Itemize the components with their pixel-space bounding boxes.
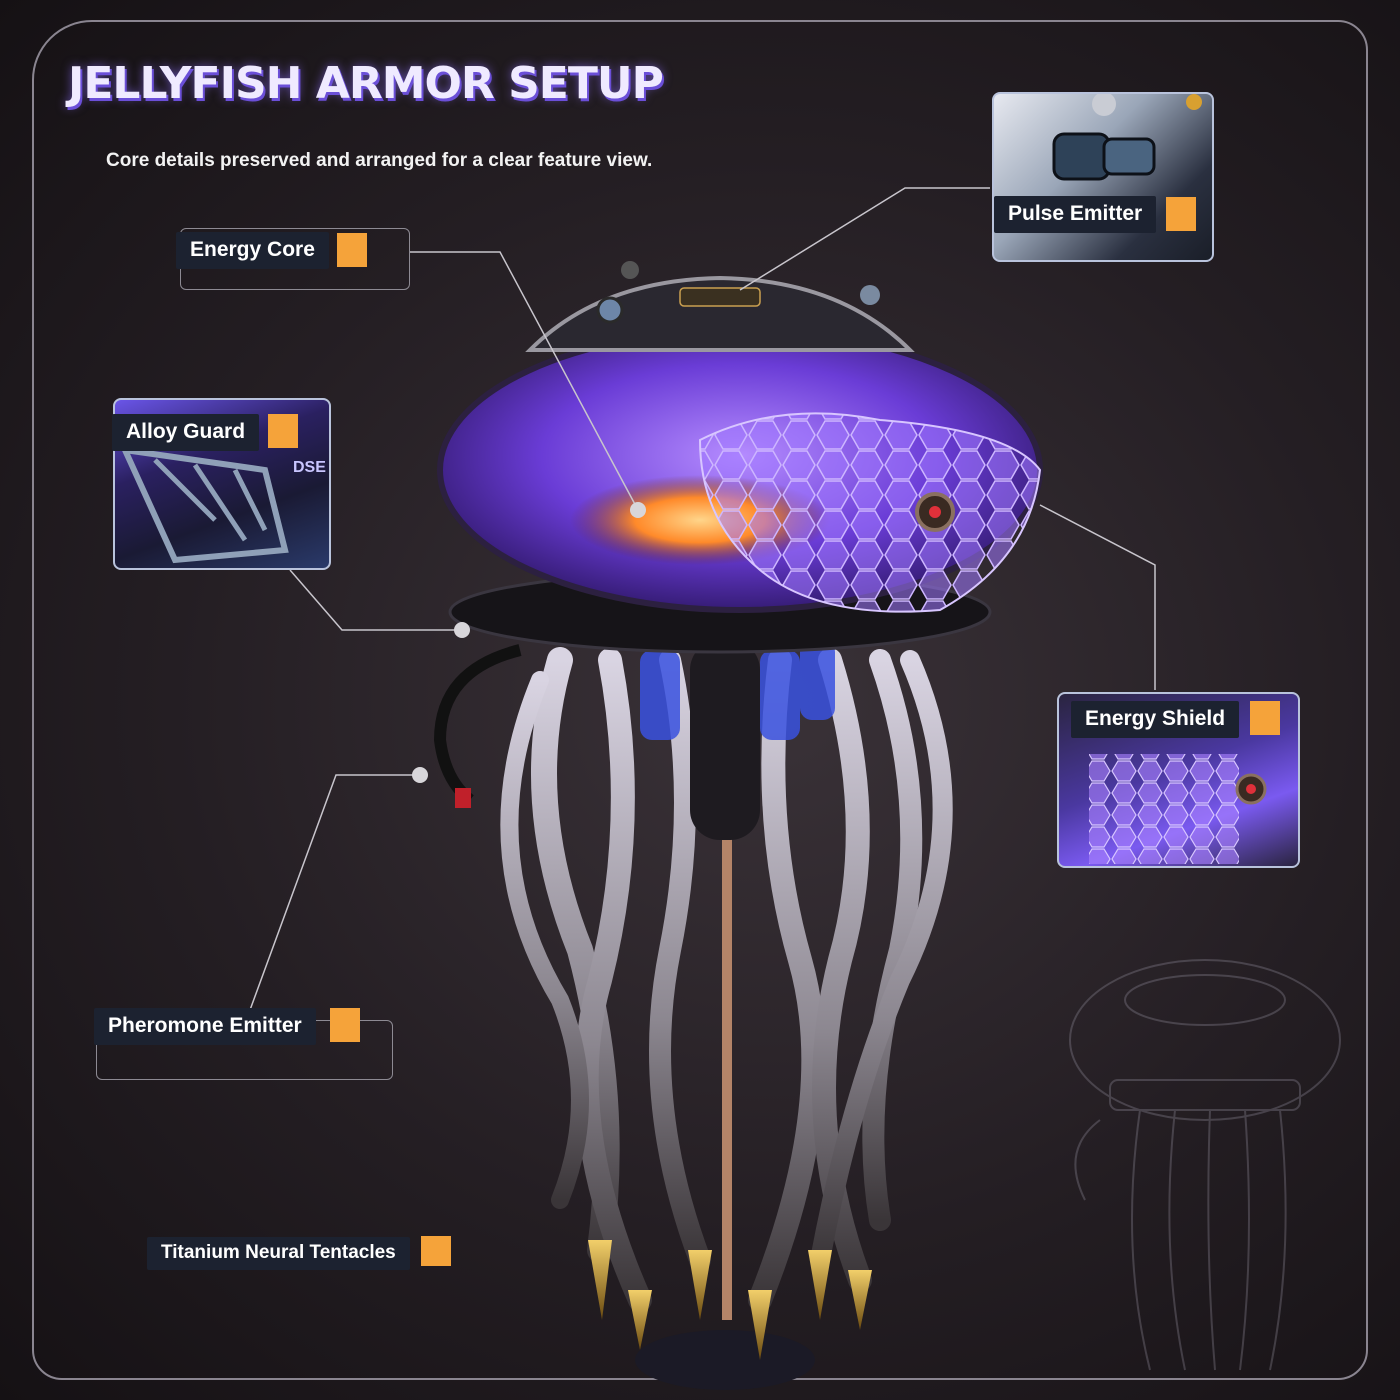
pulse-emitter-inset [992, 92, 1214, 262]
central-core-cylinder [690, 640, 760, 840]
leader-lines [249, 187, 1156, 1011]
alloy-guard-label: Alloy Guard [112, 414, 260, 451]
alloy-guard-closeup: DSE [120, 446, 326, 564]
top-cap [525, 275, 915, 352]
pulse-emitter-label: Pulse Emitter [994, 196, 1157, 233]
pulse-emitter-node [860, 285, 880, 305]
energy-shield-label: Energy Shield [1071, 701, 1240, 738]
titanium-tentacles-marker [421, 1236, 451, 1266]
top-pin-left [621, 261, 639, 279]
tentacle-tips [588, 1240, 872, 1360]
pulse-emitter-closeup [1052, 94, 1202, 181]
svg-text:DSE: DSE [293, 459, 326, 476]
hex-shield [698, 412, 1042, 613]
hose-nozzle [455, 788, 471, 808]
energy-shield-marker [1250, 701, 1280, 735]
alloy-guard-marker [268, 414, 298, 448]
stand-rod [722, 760, 732, 1320]
pheromone-emitter-label: Pheromone Emitter [94, 1008, 316, 1045]
stand-base [635, 1330, 815, 1390]
titanium-tentacles-label: Titanium Neural Tentacles [147, 1237, 410, 1270]
page-title: JELLYFISH ARMOR SETUP [68, 58, 664, 109]
pheromone-hose [433, 644, 522, 805]
pulse-emitter-marker [1166, 197, 1196, 231]
energy-core-marker [337, 233, 367, 267]
blue-coils [640, 640, 835, 740]
pheromone-emitter-marker [330, 1008, 360, 1042]
blueprint-sketch [1069, 959, 1341, 1371]
leader-dots [412, 502, 646, 783]
page-subtitle: Core details preserved and arranged for … [106, 150, 653, 171]
energy-core-label: Energy Core [176, 232, 329, 269]
tentacles [500, 647, 953, 1312]
energy-shield-closeup [1089, 754, 1267, 864]
